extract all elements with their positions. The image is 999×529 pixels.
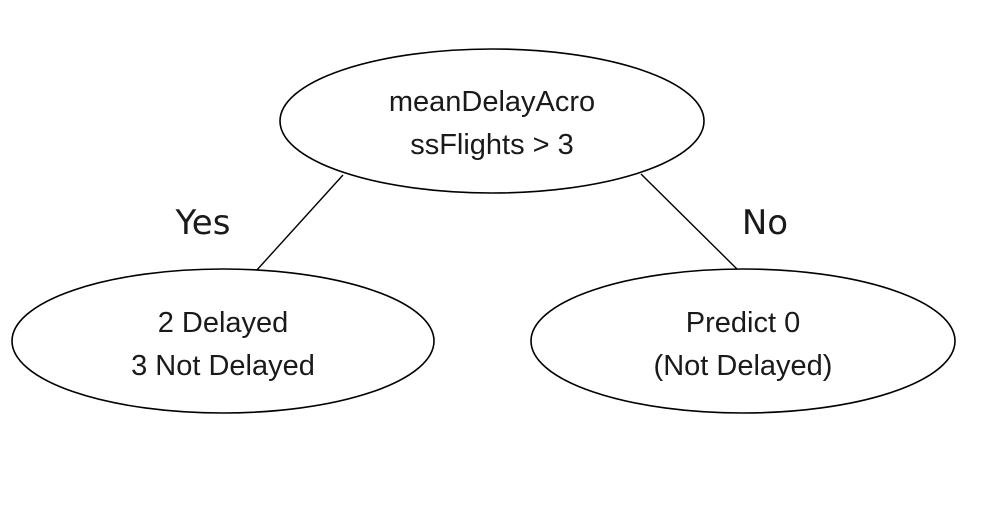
edge-no [640,173,740,272]
left-leaf-line-2: 3 Not Delayed [131,350,315,382]
root-node: meanDelayAcro ssFlights > 3 [279,48,705,194]
root-node-line-1: meanDelayAcro [389,86,595,118]
right-leaf-node: Predict 0 (Not Delayed) [530,268,956,414]
right-leaf-line-1: Predict 0 [686,307,800,339]
right-leaf-line-2: (Not Delayed) [654,350,833,382]
root-node-ellipse [279,48,705,194]
right-leaf-ellipse [530,268,956,414]
left-leaf-node: 2 Delayed 3 Not Delayed [11,268,435,414]
edge-yes [255,174,344,272]
edge-label-no: No [742,203,788,243]
left-leaf-line-1: 2 Delayed [158,307,289,339]
left-leaf-ellipse [11,268,435,414]
root-node-line-2: ssFlights > 3 [410,129,574,161]
edge-label-yes: Yes [175,203,231,243]
